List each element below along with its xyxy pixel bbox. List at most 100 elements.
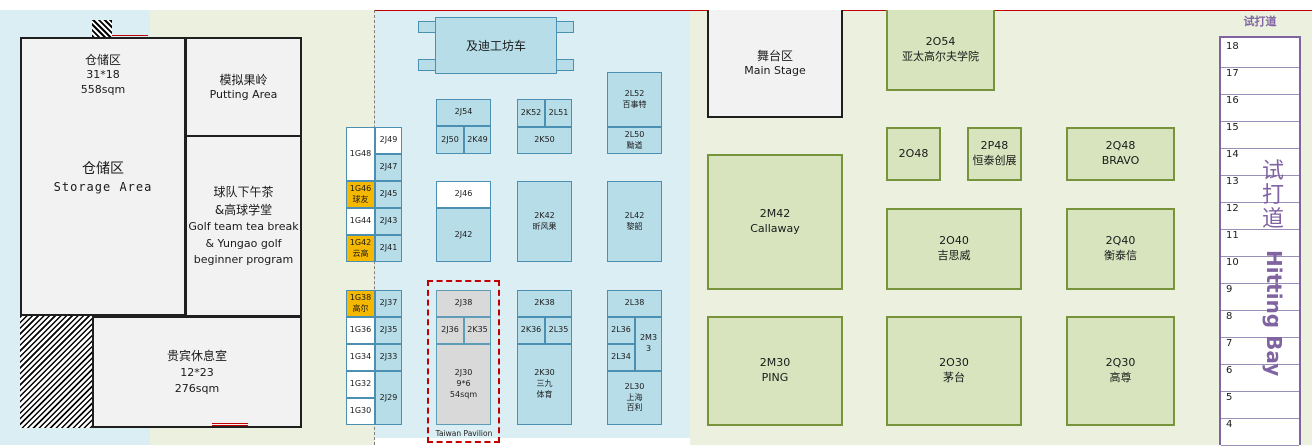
hitting-bay-lane[interactable]: 5 xyxy=(1221,392,1299,419)
hitting-bay-lane[interactable]: 15 xyxy=(1221,122,1299,149)
tea-break-line2: &高球学堂 xyxy=(214,203,273,218)
booth-2J33[interactable]: 2J33 xyxy=(375,344,402,371)
tea-break-line4: & Yungao golf xyxy=(205,236,282,250)
stage-name: 舞台区 xyxy=(756,48,793,63)
booth-1G48[interactable]: 1G48 xyxy=(346,127,375,181)
booth-2K36[interactable]: 2K36 xyxy=(517,317,545,344)
taiwan-pavilion-label: Taiwan Pavilion xyxy=(435,429,493,438)
booth-1G32[interactable]: 1G32 xyxy=(346,371,375,398)
main-stage: 舞台区 Main Stage xyxy=(707,10,843,118)
hitting-bay-header: 试打道 xyxy=(1243,15,1277,28)
taiwan-pavilion-outline xyxy=(427,280,500,443)
booth-2J45[interactable]: 2J45 xyxy=(375,181,402,208)
booth-2J47[interactable]: 2J47 xyxy=(375,154,402,181)
storage-big-name: 仓储区 xyxy=(82,161,124,177)
top-border-line xyxy=(375,10,1312,11)
putting-name: 模拟果岭 xyxy=(219,72,268,87)
hitting-bay-lane[interactable]: 9 xyxy=(1221,284,1299,311)
tea-break-line3: Golf team tea break xyxy=(188,220,299,234)
booth-1G34[interactable]: 1G34 xyxy=(346,344,375,371)
putting-area: 模拟果岭 Putting Area xyxy=(185,37,302,137)
hitting-bay-lane[interactable]: 14 xyxy=(1221,149,1299,176)
booth-2J43[interactable]: 2J43 xyxy=(375,208,402,235)
booth-2J29[interactable]: 2J29 xyxy=(375,371,402,425)
hitting-bay-lane[interactable]: 8 xyxy=(1221,311,1299,338)
booth-2J46[interactable]: 2J46 xyxy=(436,181,491,208)
booth-2L34[interactable]: 2L34 xyxy=(607,344,635,371)
hitting-bay-lane-number: 11 xyxy=(1226,230,1239,241)
storage-big-name-en: Storage Area xyxy=(53,179,153,194)
tea-break-area: 球队下午茶 &高球学堂 Golf team tea break & Yungao… xyxy=(185,135,302,317)
booth-2J50[interactable]: 2J50 xyxy=(436,126,464,154)
booth-2K50[interactable]: 2K50 xyxy=(517,127,572,154)
hitting-bay-lane[interactable]: 18 xyxy=(1221,41,1299,68)
booth-2K49[interactable]: 2K49 xyxy=(464,126,491,154)
booth-2J30[interactable]: 2J30 9*6 54sqm xyxy=(436,344,491,425)
booth-1G30[interactable]: 1G30 xyxy=(346,398,375,425)
booth-2L51[interactable]: 2L51 xyxy=(545,99,572,127)
booth-2K38[interactable]: 2K38 xyxy=(517,290,572,317)
hitting-bay-lane[interactable]: 4 xyxy=(1221,419,1299,446)
hitting-bay-lane[interactable]: 16 xyxy=(1221,95,1299,122)
workshop-name: 及迪工坊车 xyxy=(465,39,526,53)
booth-2L35[interactable]: 2L35 xyxy=(545,317,572,344)
hitting-bay-lane[interactable]: 13 xyxy=(1221,176,1299,203)
booth-1G36[interactable]: 1G36 xyxy=(346,317,375,344)
booth-2J36[interactable]: 2J36 xyxy=(436,317,464,344)
hitting-bay-lane-number: 17 xyxy=(1226,68,1239,79)
storage-small-area: 558sqm xyxy=(80,83,126,97)
booth-2J37[interactable]: 2J37 xyxy=(375,290,402,317)
hitting-bay-lane[interactable]: 12 xyxy=(1221,203,1299,230)
hitting-bay-lane-number: 9 xyxy=(1226,284,1233,295)
booth-2J35[interactable]: 2J35 xyxy=(375,317,402,344)
hitting-bay-lane-number: 15 xyxy=(1226,122,1239,133)
booth-2L38[interactable]: 2L38 xyxy=(607,290,662,317)
workshop-body[interactable]: 及迪工坊车 xyxy=(435,17,557,74)
booth-1G44[interactable]: 1G44 xyxy=(346,208,375,235)
hitting-bay-lane[interactable]: 10 xyxy=(1221,257,1299,284)
vip-size: 12*23 xyxy=(180,365,214,379)
hitting-bay-title-en: Hitting Bay xyxy=(1262,250,1286,377)
booth-2L36[interactable]: 2L36 xyxy=(607,317,635,344)
hitting-bay-lane[interactable]: 7 xyxy=(1221,338,1299,365)
hitting-bay-lane-number: 10 xyxy=(1226,257,1239,268)
booth-2J54[interactable]: 2J54 xyxy=(436,99,491,126)
stage-name-en: Main Stage xyxy=(744,63,806,77)
storage-big-label: 仓储区 Storage Area xyxy=(20,160,186,195)
booth-2K35[interactable]: 2K35 xyxy=(464,317,491,344)
booth-2J41[interactable]: 2J41 xyxy=(375,235,402,262)
truck-wheel xyxy=(554,21,574,33)
booth-2O48[interactable]: 2O48 xyxy=(886,127,941,181)
hitting-bay-lane-number: 4 xyxy=(1226,419,1233,430)
booth-2K52[interactable]: 2K52 xyxy=(517,99,545,127)
vip-area: 276sqm xyxy=(174,382,220,395)
hitting-bay-lane[interactable]: 11 xyxy=(1221,230,1299,257)
booth-2J42[interactable]: 2J42 xyxy=(436,208,491,262)
booth-2J38[interactable]: 2J38 xyxy=(436,290,491,317)
booth-2J49[interactable]: 2J49 xyxy=(375,127,402,154)
hitting-bay-lane-number: 8 xyxy=(1226,311,1233,322)
hitting-bay-lane[interactable]: 17 xyxy=(1221,68,1299,95)
hitting-bay-lane[interactable]: 6 xyxy=(1221,365,1299,392)
storage-small-name: 仓储区 xyxy=(84,53,121,67)
vip-hatch xyxy=(20,316,93,428)
